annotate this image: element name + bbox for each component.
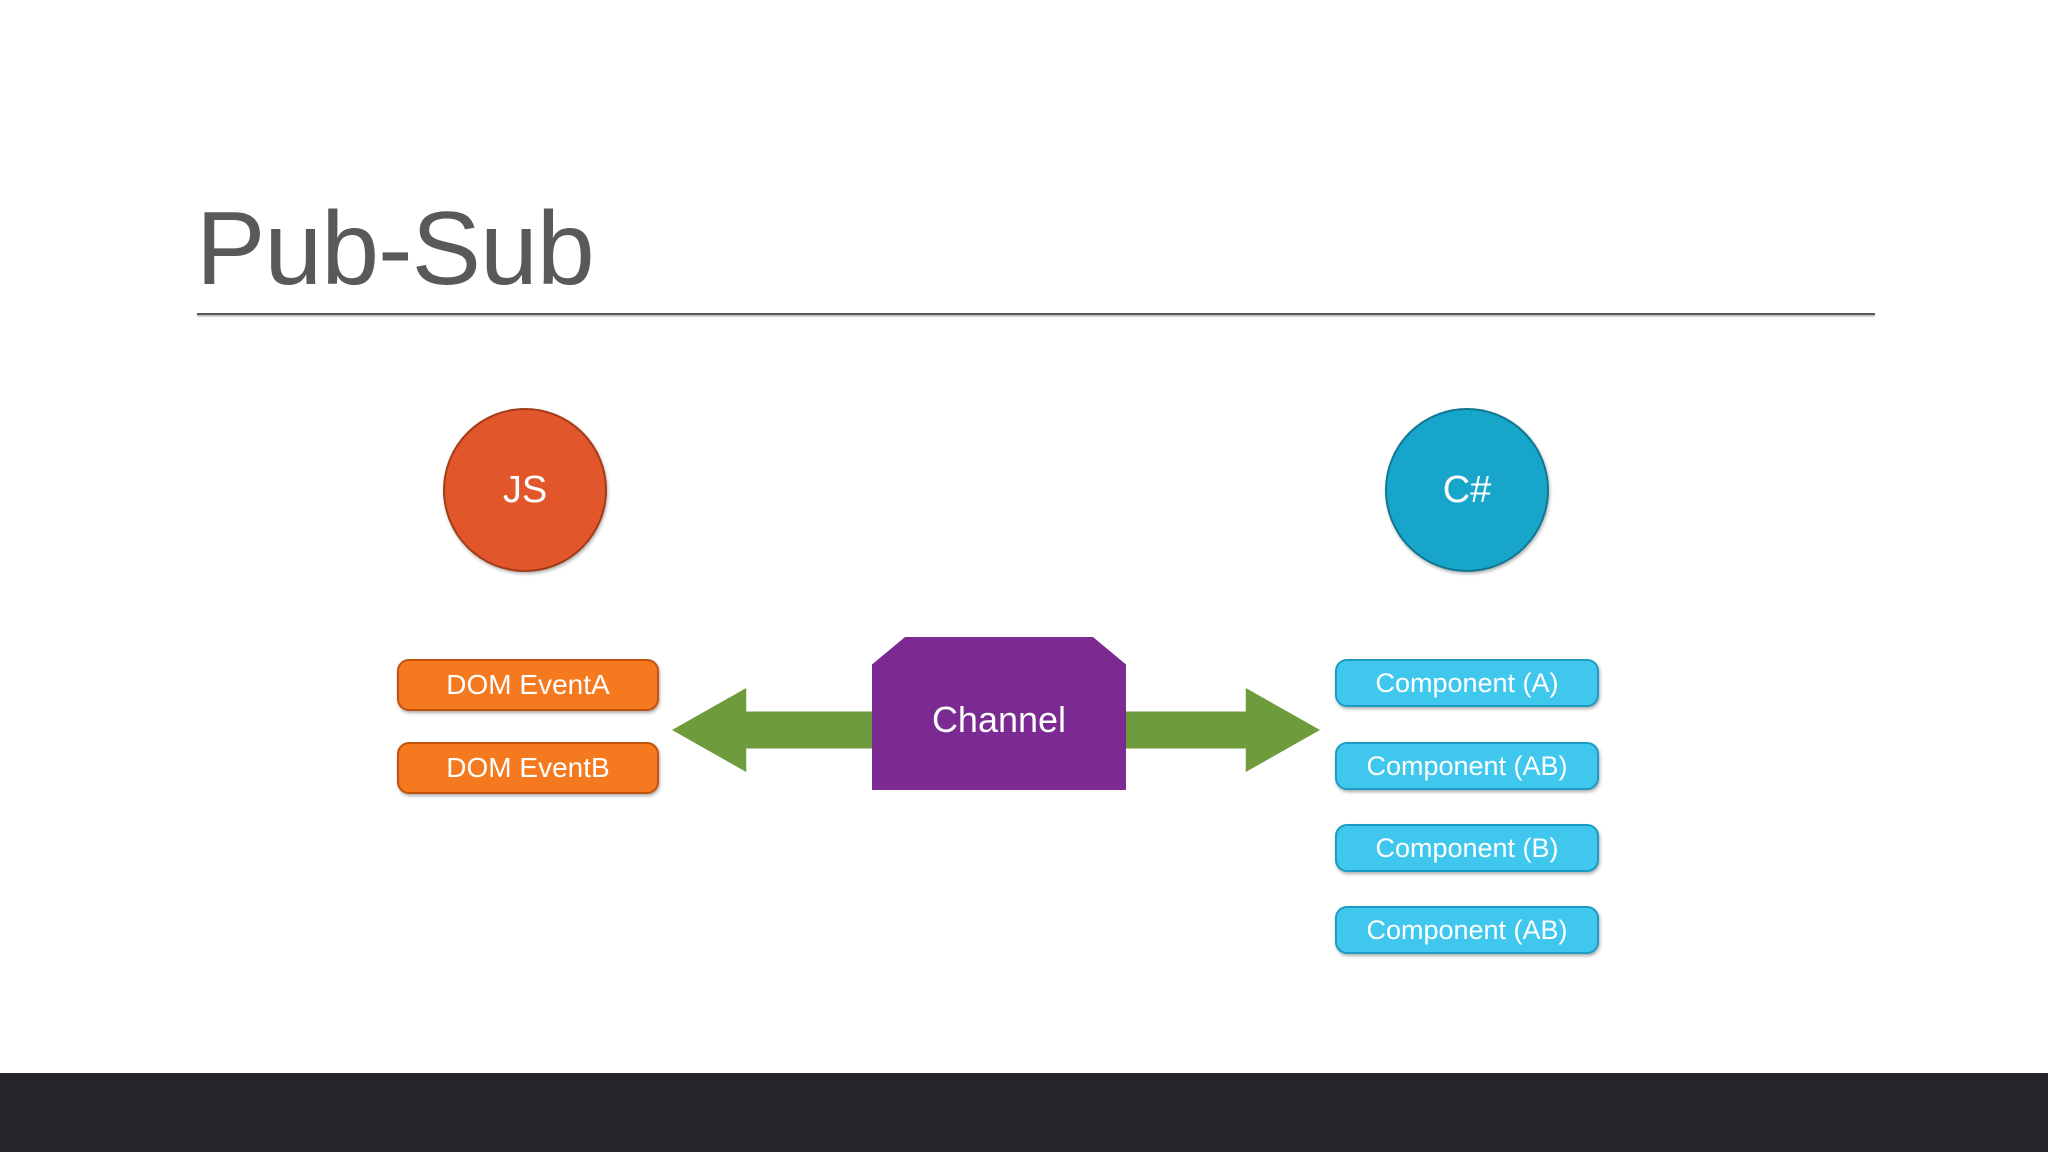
component-box-0[interactable]: Component (A) bbox=[1335, 659, 1599, 707]
channel-label: Channel bbox=[931, 698, 1067, 740]
title-divider bbox=[197, 313, 1875, 315]
dom-event-box-a[interactable]: DOM EventA bbox=[397, 659, 659, 711]
role-circle-js-label: JS bbox=[502, 468, 548, 511]
component-label-2: Component (B) bbox=[1375, 832, 1559, 863]
component-box-2[interactable]: Component (B) bbox=[1335, 824, 1599, 872]
dom-event-label-a: DOM EventA bbox=[446, 669, 610, 700]
page-title: Pub-Sub bbox=[196, 190, 595, 307]
component-label-0: Component (A) bbox=[1375, 667, 1559, 698]
role-circle-csharp[interactable]: C# bbox=[1385, 408, 1549, 572]
arrow-left-icon bbox=[672, 688, 904, 772]
dom-event-label-b: DOM EventB bbox=[446, 752, 610, 783]
dom-event-box-b[interactable]: DOM EventB bbox=[397, 742, 659, 794]
component-label-3: Component (AB) bbox=[1366, 914, 1568, 945]
slide-footer-bar bbox=[0, 1073, 2048, 1152]
channel-shape[interactable]: Channel bbox=[872, 637, 1126, 790]
role-circle-js[interactable]: JS bbox=[443, 408, 607, 572]
component-box-1[interactable]: Component (AB) bbox=[1335, 742, 1599, 790]
component-box-3[interactable]: Component (AB) bbox=[1335, 906, 1599, 954]
component-label-1: Component (AB) bbox=[1366, 750, 1568, 781]
role-circle-csharp-label: C# bbox=[1442, 468, 1492, 511]
